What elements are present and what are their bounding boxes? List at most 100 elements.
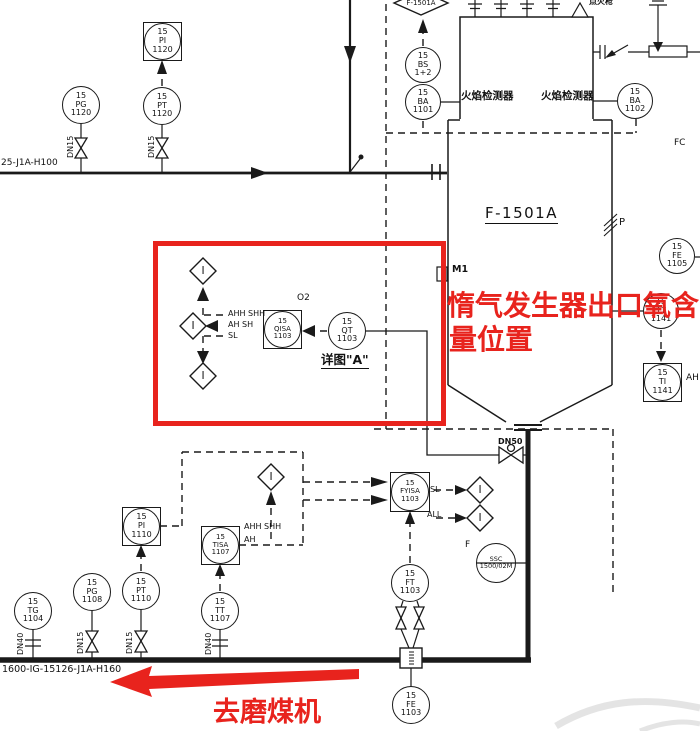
tag-line: PG (86, 586, 98, 596)
tag-line: 15 (216, 532, 225, 541)
interlock-diamond-label: I (478, 512, 482, 524)
oxygen-analyzer-highlight-box (153, 241, 446, 426)
valve-dn15-pg1108-icon (84, 630, 100, 653)
sample-tap-dot (358, 154, 364, 160)
valve-dn15-pt1110-icon (133, 630, 149, 653)
tag-line: 15 (135, 576, 147, 586)
flow-arrows (251, 46, 364, 179)
fyisa-sl-label: SL (430, 485, 440, 494)
vessel-tag-text: F-1501A (485, 204, 558, 224)
tag-line: 1120 (70, 108, 92, 118)
vessel-f1501a (436, 0, 618, 431)
tag-line: 15 (671, 241, 683, 251)
tag-line: TISA (212, 540, 229, 549)
tag-line: 1107 (209, 614, 231, 624)
instrument-ti-1141: 15 TI 1141 (643, 363, 682, 402)
watermark-swirl (554, 698, 700, 731)
instrument-ba-1102: 15 BA 1102 (617, 83, 653, 119)
tag-line: BS (417, 59, 429, 69)
to-coal-mill-note: 去磨煤机 (213, 697, 321, 728)
tag-line: 1+2 (414, 68, 432, 78)
tag-line: 15 (136, 512, 147, 522)
dn40-label: DN40 (204, 632, 213, 655)
tag-line: 15 (629, 86, 641, 96)
interlock-diamond-label: I (191, 320, 195, 332)
tag-line: 1108 (81, 595, 103, 605)
tag-line: 15 (86, 577, 98, 587)
instrument-circle: 15 PI 1120 (144, 23, 181, 60)
ti-ah-label: AH (686, 373, 699, 383)
instrument-ssc: SSC 1500/02M (476, 543, 516, 583)
thermowell-dn40-tg1104-icon (25, 639, 41, 647)
tag-line: SSC (489, 554, 503, 563)
tag-line: 1110 (131, 529, 152, 539)
tag-line: PI (137, 521, 146, 531)
instrument-circle: 15 PI 1110 (123, 508, 160, 545)
tag-line: 15 (157, 27, 168, 37)
instrument-pi-1110: 15 PI 1110 (122, 507, 161, 546)
tag-line: TI (658, 377, 667, 387)
tag-line: 15 (655, 296, 667, 306)
tag-line: 1101 (412, 105, 434, 115)
tag-line: PT (157, 100, 167, 110)
valves (25, 137, 524, 669)
tag-line: 1110 (130, 594, 152, 604)
tag-line: 15 (405, 479, 415, 488)
ft-manifold-valves-icon (394, 606, 426, 630)
detail-a-label: 详图"A" (321, 352, 369, 369)
tag-line: 1107 (211, 548, 230, 557)
instrument-circle: 15 QISA 1103 (264, 311, 301, 348)
top-nozzles (468, 0, 560, 17)
orifice-flow-element-icon (399, 647, 423, 669)
instrument-fe-1105: 15 FE 1105 (659, 238, 695, 274)
tag-line: QISA (274, 324, 291, 333)
dn15-label: DN15 (66, 135, 75, 158)
tag-line: PG (75, 99, 87, 109)
oxygen-note-line2: 量位置 (449, 323, 534, 356)
oxygen-note-line1: 惰气发生器出口氧含 (447, 289, 700, 322)
tag-line: FT (405, 577, 415, 587)
tag-line: FYISA (400, 487, 420, 496)
interlock-diamonds (179, 0, 494, 532)
instrument-fyisa-1103: 15 FYISA 1103 (390, 472, 430, 512)
top-reference-tag: F-1501A (406, 0, 436, 7)
vent-triangle-icon (570, 1, 590, 18)
piping (0, 0, 700, 687)
tag-line: 1104 (22, 614, 44, 624)
tag-line: TG (27, 605, 39, 615)
tag-line: 15 (27, 596, 39, 606)
fyisa-all-label: ALL (427, 510, 442, 519)
instrument-circle: 15 TI 1141 (644, 364, 681, 401)
igniter-flange-icon (431, 164, 441, 180)
tag-line: 1103 (399, 586, 421, 596)
instrument-qt-1103: 15 QT 1103 (328, 312, 366, 350)
tag-line: TT (656, 305, 666, 315)
instrument-qisa-1103: 15 QISA 1103 (263, 310, 302, 349)
tag-line: 15 (341, 316, 353, 326)
qisa-alarm-row1: AHH SHH (228, 309, 266, 318)
interlock-diamond-label: I (269, 471, 273, 483)
fc-label: FC (674, 138, 686, 148)
instrument-tisa-1107: 15 TISA 1107 (201, 526, 240, 565)
tag-line: 1120 (151, 109, 173, 119)
valve-dn15-pg1120-icon (73, 137, 89, 159)
f-label: F (465, 540, 471, 550)
instrument-tg-1104: 15 TG 1104 (14, 592, 52, 630)
dn15-label: DN15 (76, 631, 85, 654)
tag-line: 15 (405, 690, 417, 700)
tag-line: 15 (278, 316, 287, 325)
instrument-circle: 15 TISA 1107 (202, 527, 239, 564)
igniter-label: 点火枪 (589, 0, 613, 6)
tag-line: 1103 (401, 494, 419, 503)
vessel-tag: F-1501A (485, 204, 558, 224)
tag-line: BA (417, 96, 429, 106)
instrument-pt-1110: 15 PT 1110 (122, 572, 160, 610)
qisa-alarm-row3: SL (228, 331, 238, 340)
flame-detector-left-label: 火焰检测器 (461, 90, 514, 102)
pressure-tap-label: P (619, 217, 626, 228)
tag-line: QT (341, 325, 353, 335)
tag-line: 1105 (666, 259, 688, 269)
pipe-flow-arrow-icon (251, 167, 268, 179)
